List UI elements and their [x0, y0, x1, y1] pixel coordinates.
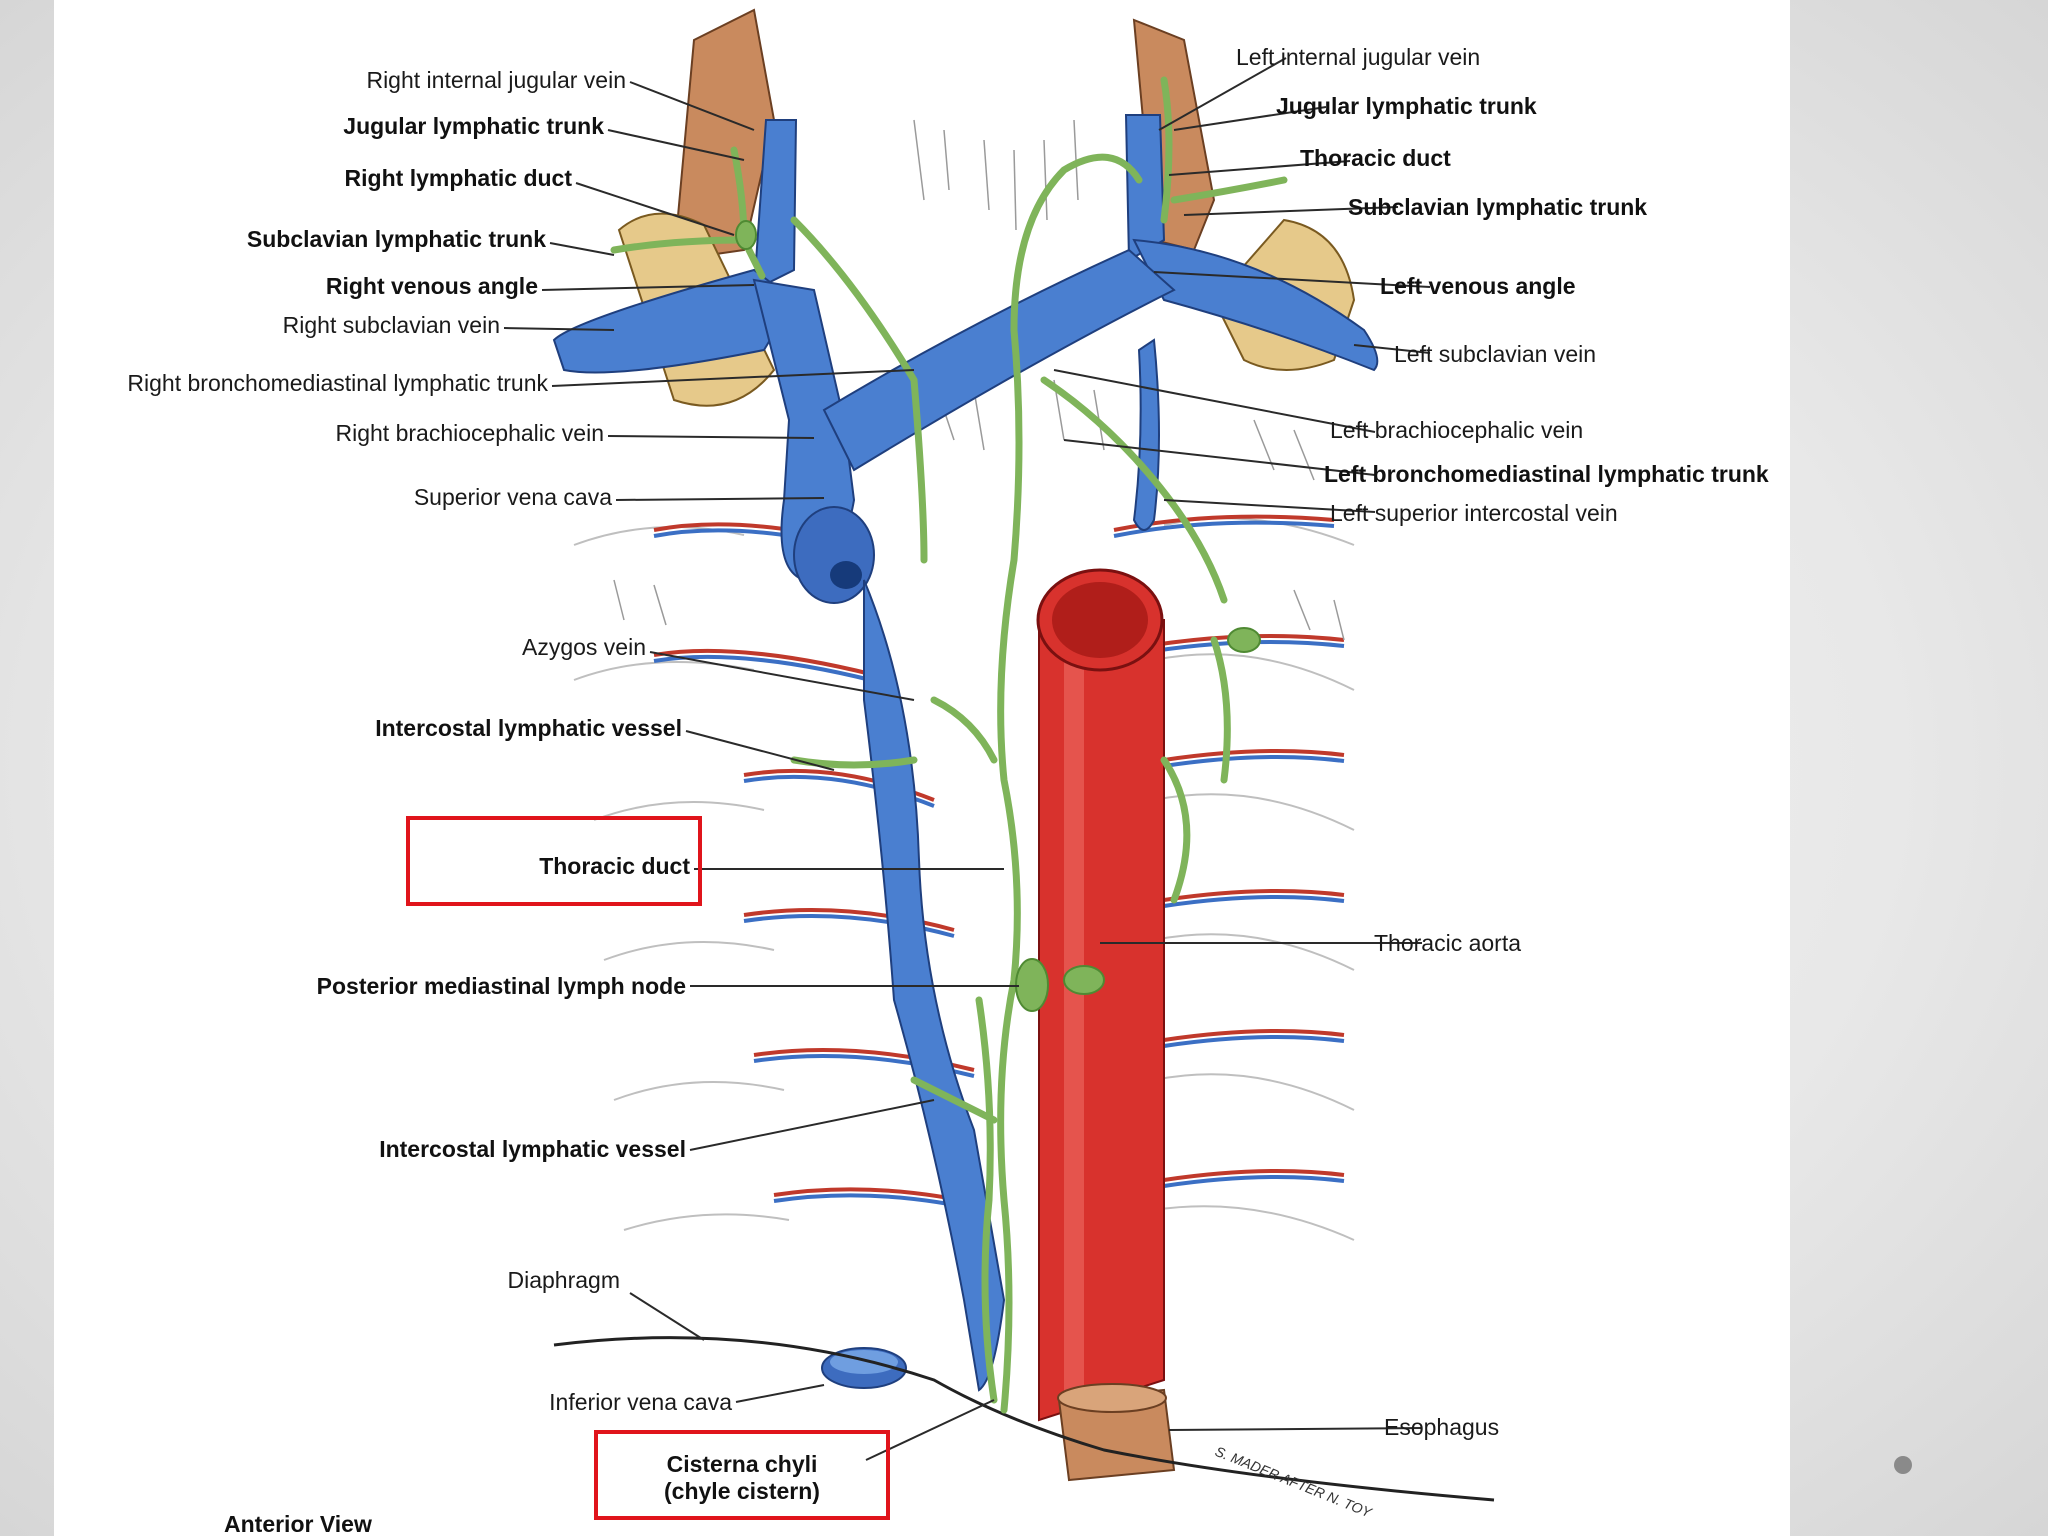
label-esophagus: Esophagus	[1384, 1414, 1499, 1440]
veins-group	[552, 114, 1379, 1392]
label-left-brachiocephalic-vein: Left brachiocephalic vein	[1330, 417, 1583, 443]
slide-indicator-dot[interactable]	[1894, 1456, 1912, 1474]
label-posterior-mediastinal-lymph-node: Posterior mediastinal lymph node	[317, 973, 686, 999]
label-right-jugular-lymphatic-trunk: Jugular lymphatic trunk	[343, 113, 604, 139]
label-superior-vena-cava: Superior vena cava	[414, 484, 612, 510]
background-hatching	[613, 119, 1345, 641]
label-diaphragm: Diaphragm	[508, 1267, 621, 1293]
label-left-bronchomediastinal-trunk: Left bronchomediastinal lymphatic trunk	[1324, 461, 1769, 487]
label-right-bronchomediastinal-trunk: Right bronchomediastinal lymphatic trunk	[127, 370, 548, 396]
intercostal-vessels-group	[653, 514, 1345, 1213]
label-thoracic-aorta: Thoracic aorta	[1374, 930, 1521, 956]
label-azygos-vein: Azygos vein	[522, 634, 646, 660]
lymph-nodes	[735, 220, 1261, 1012]
label-intercostal-lymphatic-vessel-upper: Intercostal lymphatic vessel	[375, 715, 682, 741]
label-left-venous-angle: Left venous angle	[1380, 273, 1576, 299]
cisterna-chyli-highlight-box	[594, 1430, 890, 1520]
ribs-group	[573, 517, 1355, 1241]
label-left-superior-intercostal-vein: Left superior intercostal vein	[1330, 500, 1618, 526]
label-inferior-vena-cava: Inferior vena cava	[549, 1389, 732, 1415]
anatomy-figure: Right internal jugular vein Jugular lymp…	[54, 0, 1790, 1536]
lymphatic-vessels-group	[610, 76, 1288, 1414]
label-right-subclavian-vein: Right subclavian vein	[283, 312, 500, 338]
label-thoracic-duct-upper: Thoracic duct	[1300, 145, 1451, 171]
thoracic-duct-highlight-box	[406, 816, 702, 906]
label-cisterna-chyli: Cisterna chyli	[667, 1451, 818, 1477]
label-right-lymphatic-duct: Right lymphatic duct	[345, 165, 573, 191]
label-right-internal-jugular-vein: Right internal jugular vein	[366, 67, 626, 93]
label-left-subclavian-vein: Left subclavian vein	[1394, 341, 1596, 367]
diaphragm-line	[553, 1336, 1495, 1502]
thoracic-aorta-group	[1036, 568, 1165, 1422]
label-left-subclavian-lymphatic-trunk: Subclavian lymphatic trunk	[1348, 194, 1647, 220]
artist-signature: S. MADER AFTER N. TOY	[1213, 1443, 1376, 1521]
label-intercostal-lymphatic-vessel-lower: Intercostal lymphatic vessel	[379, 1136, 686, 1162]
label-right-venous-angle: Right venous angle	[326, 273, 538, 299]
label-thoracic-duct-lower: Thoracic duct	[539, 853, 690, 879]
label-anterior-view: Anterior View	[224, 1511, 372, 1536]
label-left-internal-jugular-vein: Left internal jugular vein	[1236, 44, 1480, 70]
label-chyle-cistern: (chyle cistern)	[664, 1478, 820, 1504]
label-right-subclavian-lymphatic-trunk: Subclavian lymphatic trunk	[247, 226, 546, 252]
lymphatic-diagram: Right internal jugular vein Jugular lymp…	[127, 8, 1769, 1536]
label-right-brachiocephalic-vein: Right brachiocephalic vein	[336, 420, 605, 446]
label-left-jugular-lymphatic-trunk: Jugular lymphatic trunk	[1276, 93, 1537, 119]
esophagus-shape	[1057, 1383, 1176, 1482]
